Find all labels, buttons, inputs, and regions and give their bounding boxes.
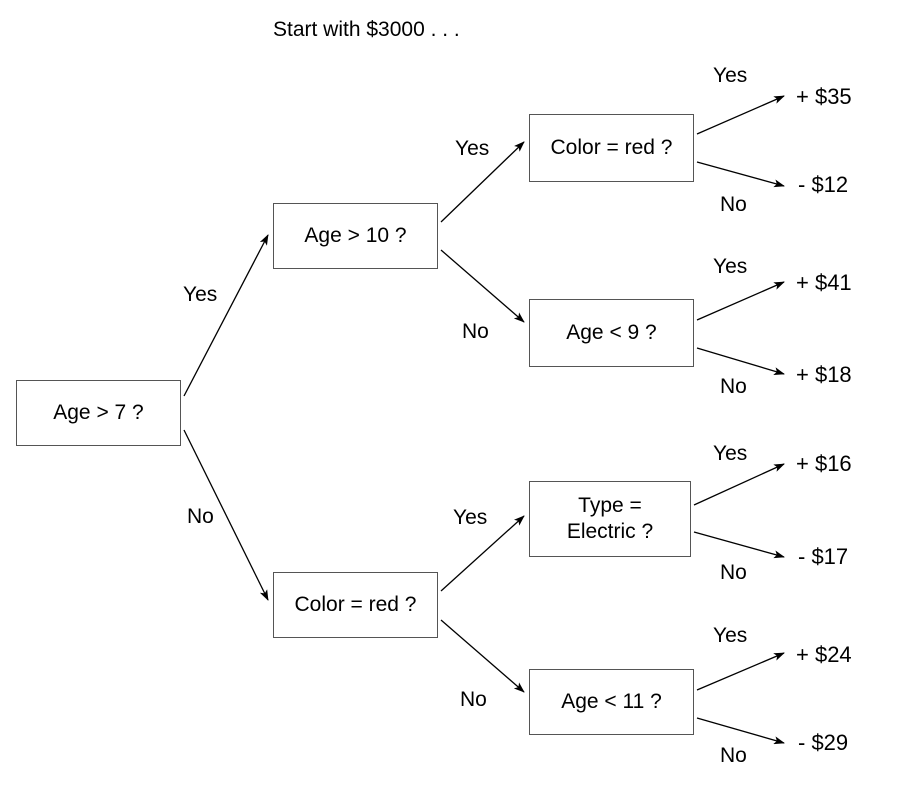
tree-edge bbox=[440, 515, 525, 592]
edge-label-age9-no: No bbox=[720, 375, 747, 398]
edge-label-age10-yes: Yes bbox=[455, 137, 490, 160]
leaf-value-leaf-18: + $18 bbox=[796, 362, 852, 387]
edge-label-cru-no: No bbox=[720, 193, 747, 216]
edge-label-type-yes: Yes bbox=[713, 442, 748, 465]
edge-label-age9-yes: Yes bbox=[713, 255, 748, 278]
edge-label-age11-yes: Yes bbox=[713, 624, 748, 647]
edge-label-crd-yes: Yes bbox=[453, 506, 488, 529]
tree-edge bbox=[440, 619, 525, 693]
edge-label-crd-no: No bbox=[460, 688, 487, 711]
leaf-value-leaf-41: + $41 bbox=[796, 270, 852, 295]
page-title: Start with $3000 . . . bbox=[273, 18, 460, 41]
decision-node-age10[interactable]: Age > 10 ? bbox=[273, 203, 438, 269]
tree-edge bbox=[693, 463, 785, 506]
leaf-value-leaf-29: - $29 bbox=[798, 730, 849, 755]
tree-edge bbox=[696, 161, 785, 188]
tree-edge bbox=[440, 249, 525, 323]
tree-edge bbox=[696, 652, 785, 691]
decision-node-age9[interactable]: Age < 9 ? bbox=[529, 299, 694, 367]
tree-edge bbox=[693, 531, 785, 559]
edge-label-age11-no: No bbox=[720, 744, 747, 767]
tree-edge bbox=[440, 141, 525, 223]
edge-label-root-no: No bbox=[187, 505, 214, 528]
tree-edge bbox=[696, 95, 785, 135]
leaf-value-leaf-16: + $16 bbox=[796, 451, 852, 476]
decision-node-colorred_up[interactable]: Color = red ? bbox=[529, 114, 694, 182]
edge-label-age10-no: No bbox=[462, 320, 489, 343]
leaf-value-leaf-12: - $12 bbox=[798, 172, 849, 197]
decision-node-colorred_dn[interactable]: Color = red ? bbox=[273, 572, 438, 638]
leaf-value-leaf-17: - $17 bbox=[798, 544, 849, 569]
decision-node-typeelec[interactable]: Type = Electric ? bbox=[529, 481, 691, 557]
tree-edge bbox=[696, 281, 785, 321]
edge-lines bbox=[183, 95, 785, 745]
leaf-value-leaf-24: + $24 bbox=[796, 642, 852, 667]
edge-label-root-yes: Yes bbox=[183, 283, 218, 306]
tree-edge bbox=[183, 234, 269, 397]
edge-label-cru-yes: Yes bbox=[713, 64, 748, 87]
leaf-value-leaf-35: + $35 bbox=[796, 84, 852, 109]
decision-node-age11[interactable]: Age < 11 ? bbox=[529, 669, 694, 735]
edge-label-type-no: No bbox=[720, 561, 747, 584]
decision-node-root[interactable]: Age > 7 ? bbox=[16, 380, 181, 446]
tree-edge bbox=[183, 429, 269, 601]
tree-edge bbox=[696, 717, 785, 745]
tree-edge bbox=[696, 347, 785, 375]
